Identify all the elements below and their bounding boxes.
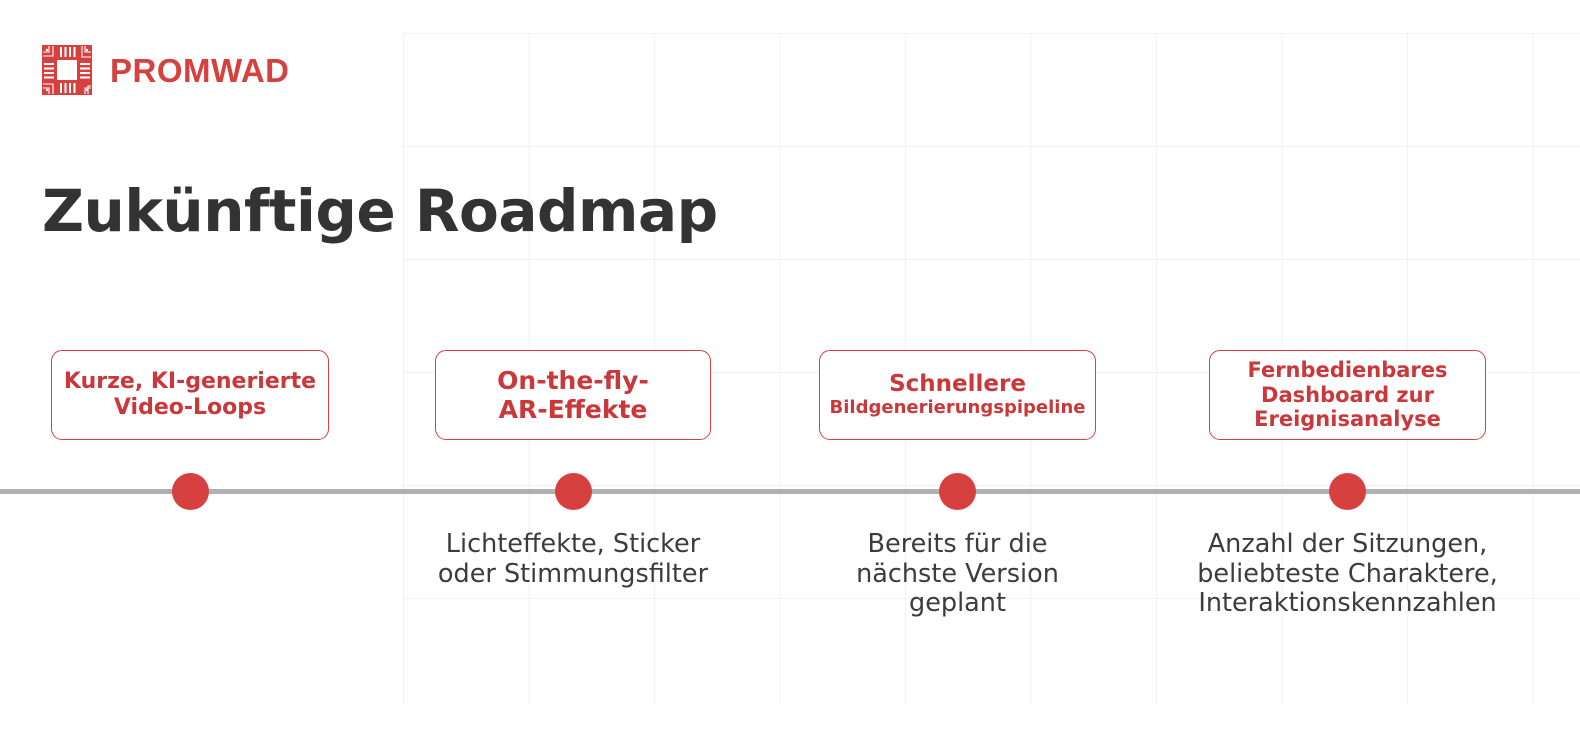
milestone-card-line: On-the-fly- xyxy=(497,366,649,395)
milestone-card-line: Kurze, KI-generierte xyxy=(63,369,317,395)
milestone-description-line: nächste Version xyxy=(856,558,1059,589)
milestone-card-line: Ereignisanalyse xyxy=(1254,407,1441,432)
milestone-card-line: AR-Effekte xyxy=(498,395,648,424)
brand-name: PROMWAD xyxy=(110,51,290,89)
milestone-dot[interactable] xyxy=(171,473,209,510)
promwad-chip-logo-icon xyxy=(42,45,92,95)
milestone-dot[interactable] xyxy=(554,473,592,510)
milestone-description-line: geplant xyxy=(909,588,1006,619)
milestone-card-line: Bildgenerierungspipeline xyxy=(829,396,1086,418)
page-title: Zukünftige Roadmap xyxy=(42,176,718,245)
milestone-description-line: Bereits für die xyxy=(867,529,1048,559)
milestone-card-line: Video-Loops xyxy=(113,395,267,420)
milestone-dot[interactable] xyxy=(939,473,976,510)
timeline-axis xyxy=(0,489,1580,494)
milestone-card-line: Fernbedienbares xyxy=(1247,358,1448,383)
milestone-description-line: oder Stimmungsfilter xyxy=(437,558,709,589)
milestone-description-line: Interaktionskennzahlen xyxy=(1198,588,1497,619)
milestone-card-line: Schnellere xyxy=(889,371,1026,398)
brand-logo: PROMWAD xyxy=(42,45,290,95)
milestone-description-line: beliebteste Charaktere, xyxy=(1197,558,1498,589)
milestone-dot[interactable] xyxy=(1329,473,1366,510)
milestone-card-line: Dashboard zur xyxy=(1261,382,1434,407)
milestone-description-line: Lichteffekte, Sticker xyxy=(445,529,701,559)
milestone-description-line: Anzahl der Sitzungen, xyxy=(1207,529,1488,559)
milestone-description: Anzahl der Sitzungen,beliebteste Charakt… xyxy=(1195,529,1500,619)
milestone-card[interactable]: On-the-fly-AR-Effekte xyxy=(435,350,711,440)
